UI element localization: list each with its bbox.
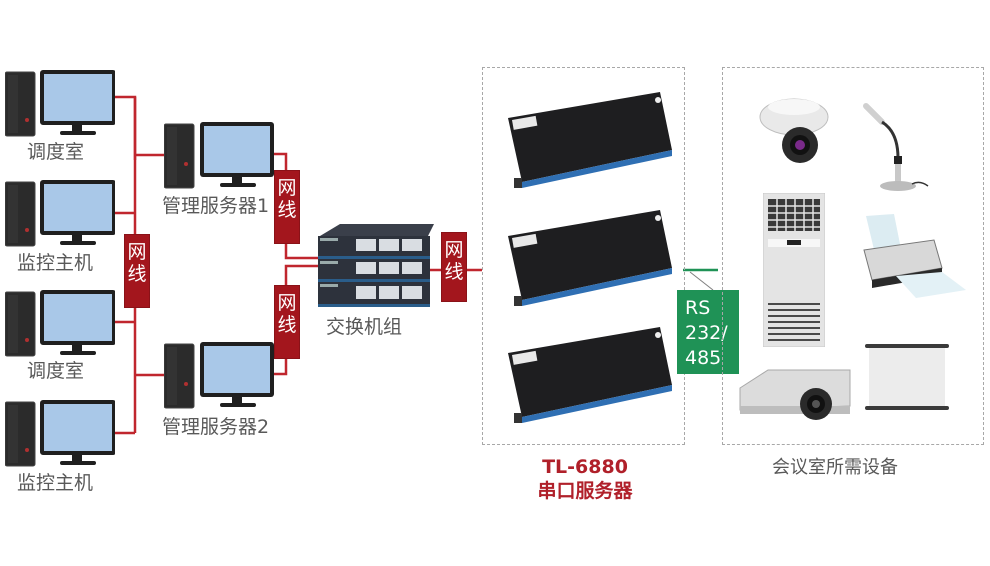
air-conditioner: [763, 193, 825, 347]
interface-line-2: 232/: [685, 322, 728, 344]
interface-pointer-line: [689, 271, 714, 291]
cable-tag-server-2: 网线: [274, 285, 300, 359]
workstation-3-label: 调度室: [27, 360, 85, 382]
dome-camera-icon: [759, 98, 829, 163]
cable-tag-char: 线: [277, 314, 297, 336]
rs232-485-interface-badge: RS 232/ 485: [677, 290, 739, 374]
switch-group-label: 交换机组: [326, 316, 403, 338]
server-2-label: 管理服务器2: [162, 416, 270, 438]
microphone: [860, 100, 934, 196]
air-conditioner-icon: [763, 193, 825, 347]
cable-tag-char: 网: [277, 177, 297, 199]
cable-tag-char: 线: [127, 263, 147, 285]
projection-screen-icon: [865, 344, 949, 410]
cable-tag-left: 网线: [124, 234, 150, 308]
serial-server-unit-3: [500, 325, 672, 425]
interface-line-1: RS: [685, 297, 711, 319]
workstation-2: [5, 180, 115, 250]
server-computer-icon: [164, 122, 274, 189]
workstation-2-label: 监控主机: [17, 252, 94, 274]
dome-camera: [758, 95, 830, 165]
serial-server-caption: TL-6880 串口服务器: [520, 455, 650, 503]
workstation-3: [5, 290, 115, 360]
workstation-4: [5, 400, 115, 470]
serial-server-name: 串口服务器: [537, 480, 633, 502]
projection-screen: [865, 342, 949, 414]
serial-server-device-icon: [508, 210, 672, 306]
projector-icon: [739, 369, 851, 420]
serial-server-model: TL-6880: [542, 456, 628, 478]
projector: [738, 366, 856, 424]
desktop-computer-icon: [5, 290, 115, 357]
workstation-4-label: 监控主机: [17, 472, 94, 494]
desktop-computer-icon: [5, 180, 115, 247]
server-computer-icon: [164, 342, 274, 409]
serial-server-unit-1: [500, 90, 672, 190]
server-1-label: 管理服务器1: [162, 195, 270, 217]
cable-tag-switch: 网线: [441, 232, 467, 302]
network-switch-icon: [318, 224, 434, 307]
server-1: [164, 122, 276, 192]
serial-server-group: [482, 67, 685, 445]
microphone-icon: [863, 103, 929, 191]
workstation-1: [5, 70, 115, 140]
serial-server-device-icon: [508, 92, 672, 188]
printer-icon: [863, 214, 966, 298]
serial-server-device-icon: [508, 327, 672, 423]
cable-tag-char: 网: [444, 239, 464, 261]
desktop-computer-icon: [5, 400, 115, 467]
cable-tag-char: 网: [127, 241, 147, 263]
server-2: [164, 342, 276, 412]
printer: [862, 214, 972, 298]
cable-tag-char: 线: [444, 261, 464, 283]
interface-line-3: 485: [685, 347, 722, 369]
cable-tag-char: 网: [277, 292, 297, 314]
cable-tag-server-1: 网线: [274, 170, 300, 244]
equipment-group-label: 会议室所需设备: [772, 457, 898, 478]
desktop-computer-icon: [5, 70, 115, 137]
serial-server-unit-2: [500, 208, 672, 308]
workstation-1-label: 调度室: [27, 141, 85, 163]
cable-tag-char: 线: [277, 199, 297, 221]
meeting-room-equipment-group: [722, 67, 984, 445]
switch-stack: [312, 222, 434, 314]
cable-ws1: [113, 95, 137, 160]
